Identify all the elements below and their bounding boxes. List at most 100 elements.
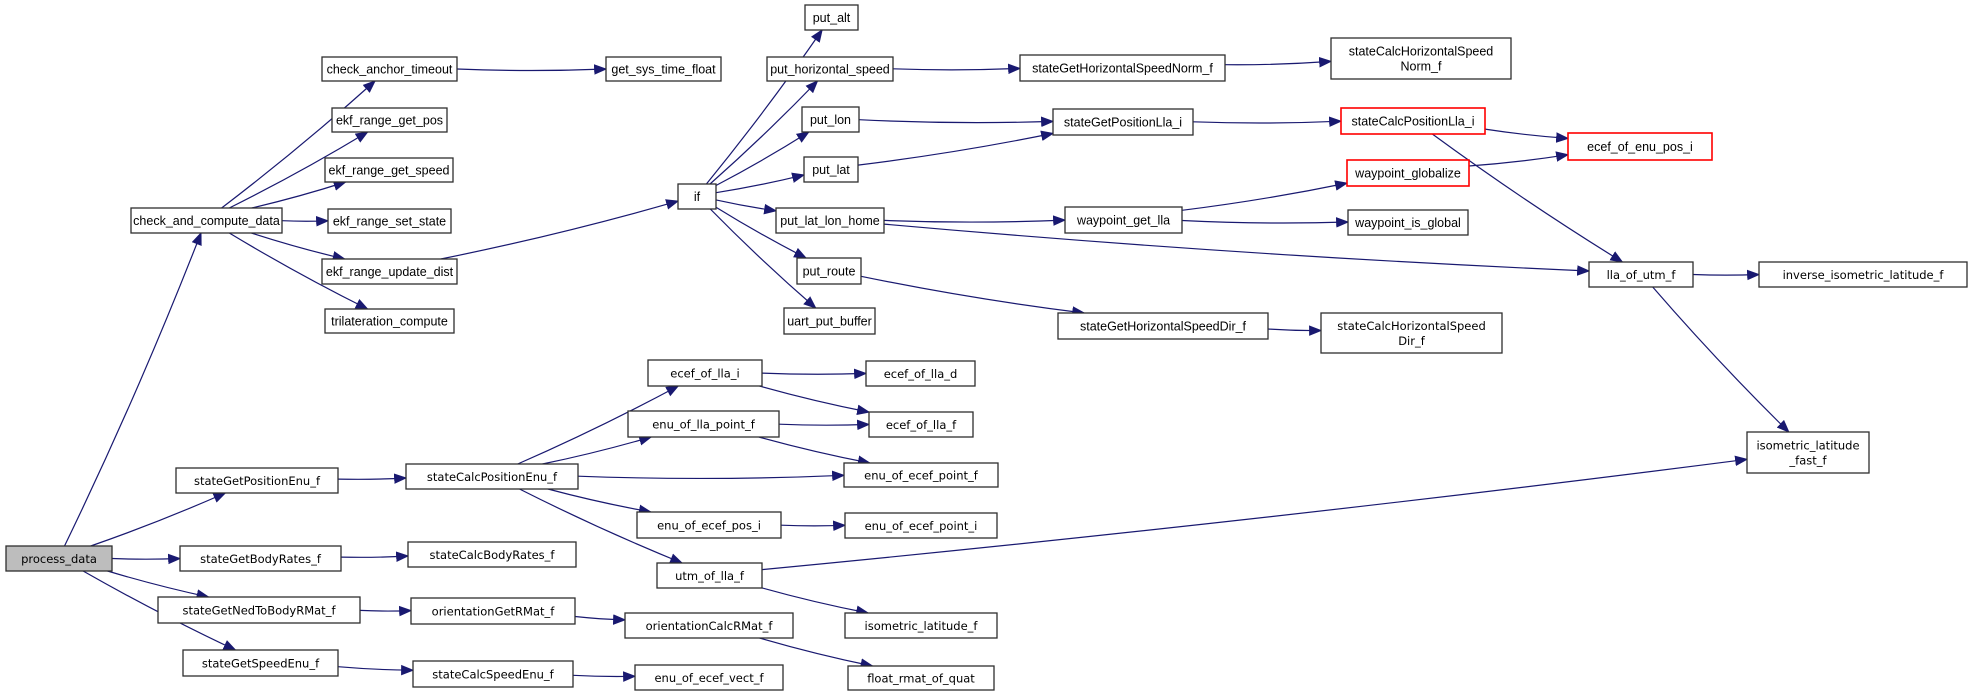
node-ecef_of_lla_d[interactable]: ecef_of_lla_d	[865, 360, 976, 387]
node-ecef_of_lla_i[interactable]: ecef_of_lla_i	[647, 359, 763, 387]
node-label: stateCalcPositionLla_i	[1352, 115, 1475, 129]
node-label: put_lat_lon_home	[780, 214, 879, 228]
node-put_horizontal_speed[interactable]: put_horizontal_speed	[766, 56, 894, 82]
node-inverse_isometric_latitude_f[interactable]: inverse_isometric_latitude_f	[1758, 261, 1968, 288]
node-label: stateGetPositionLla_i	[1064, 116, 1182, 130]
node-box	[847, 665, 995, 691]
node-ekf_range_get_pos[interactable]: ekf_range_get_pos	[331, 107, 448, 133]
node-get_sys_time_float[interactable]: get_sys_time_float	[605, 56, 722, 82]
edge-orientationCalcRMat_f-float_rmat_of_quat	[759, 637, 874, 669]
node-if[interactable]: if	[677, 183, 717, 210]
node-box	[1340, 107, 1486, 135]
node-orientationGetRMat_f[interactable]: orientationGetRMat_f	[410, 597, 576, 625]
node-label: get_sys_time_float	[611, 63, 716, 77]
node-label: check_and_compute_data	[133, 214, 280, 228]
node-put_lat[interactable]: put_lat	[803, 156, 859, 183]
node-label: enu_of_ecef_point_f	[864, 469, 979, 483]
node-label: orientationGetRMat_f	[432, 605, 556, 619]
node-label: enu_of_ecef_vect_f	[654, 671, 764, 685]
node-label: waypoint_is_global	[1354, 216, 1461, 230]
node-label: ecef_of_lla_i	[670, 367, 740, 381]
node-put_lon[interactable]: put_lon	[801, 106, 860, 133]
node-orientationCalcRMat_f[interactable]: orientationCalcRMat_f	[624, 612, 794, 639]
node-stateCalcPositionEnu_f[interactable]: stateCalcPositionEnu_f	[405, 463, 579, 490]
node-box	[868, 411, 974, 438]
edge-check_and_compute_data-ekf_range_get_pos	[229, 131, 369, 209]
node-isometric_latitude_f[interactable]: isometric_latitude_f	[844, 612, 998, 639]
node-box	[634, 664, 784, 691]
node-box	[1057, 312, 1269, 340]
node-box	[605, 56, 722, 82]
node-label: stateGetPositionEnu_f	[194, 474, 321, 488]
node-waypoint_globalize[interactable]: waypoint_globalize	[1346, 159, 1470, 187]
node-box	[412, 660, 574, 688]
node-put_lat_lon_home[interactable]: put_lat_lon_home	[775, 207, 885, 234]
node-label: inverse_isometric_latitude_f	[1783, 268, 1945, 282]
node-stateGetNedToBodyRMat_f[interactable]: stateGetNedToBodyRMat_f	[157, 596, 361, 624]
node-process_data: process_data	[5, 545, 113, 572]
edge-ecef_of_lla_i-ecef_of_lla_d	[761, 368, 868, 380]
node-box	[130, 207, 283, 234]
edge-lla_of_utm_f-inverse_isometric_latitude_f	[1692, 269, 1761, 281]
node-uart_put_buffer[interactable]: uart_put_buffer	[783, 307, 876, 335]
node-stateGetSpeedEnu_f[interactable]: stateGetSpeedEnu_f	[182, 649, 339, 677]
node-waypoint_is_global[interactable]: waypoint_is_global	[1347, 209, 1469, 236]
node-box	[647, 359, 763, 387]
node-enu_of_ecef_vect_f[interactable]: enu_of_ecef_vect_f	[634, 664, 784, 691]
node-box	[1052, 108, 1194, 136]
edge-if-uart_put_buffer	[709, 208, 817, 309]
node-enu_of_lla_point_f[interactable]: enu_of_lla_point_f	[627, 410, 780, 438]
node-label: uart_put_buffer	[787, 315, 872, 329]
node-stateGetPositionLla_i[interactable]: stateGetPositionLla_i	[1052, 108, 1194, 136]
node-box	[783, 307, 876, 335]
node-put_alt[interactable]: put_alt	[804, 4, 859, 31]
node-label: isometric_latitude_fast_f	[1756, 439, 1859, 468]
node-put_route[interactable]: put_route	[796, 257, 862, 285]
edge-stateGetSpeedEnu_f-stateCalcSpeedEnu_f	[337, 664, 415, 676]
node-isometric_latitude_fast_f[interactable]: isometric_latitude_fast_f	[1746, 431, 1870, 474]
nodes: process_data check_and_compute_data check_…	[5, 4, 1968, 691]
node-utm_of_lla_f[interactable]: utm_of_lla_f	[656, 562, 763, 589]
node-box	[627, 410, 780, 438]
node-waypoint_get_lla[interactable]: waypoint_get_lla	[1064, 206, 1183, 234]
node-trilateration_compute[interactable]: trilateration_compute	[324, 308, 455, 334]
node-label-line: Norm_f	[1401, 60, 1443, 74]
node-box	[1346, 159, 1470, 187]
node-stateGetBodyRates_f[interactable]: stateGetBodyRates_f	[179, 545, 342, 572]
node-enu_of_ecef_pos_i[interactable]: enu_of_ecef_pos_i	[636, 511, 782, 539]
edge-check_and_compute_data-ekf_range_set_state	[281, 215, 330, 227]
node-check_and_compute_data[interactable]: check_and_compute_data	[130, 207, 283, 234]
node-ecef_of_lla_f[interactable]: ecef_of_lla_f	[868, 411, 974, 438]
node-label: ecef_of_lla_d	[884, 367, 958, 381]
edge-stateCalcPositionEnu_f-enu_of_ecef_point_f	[577, 470, 846, 482]
node-enu_of_ecef_point_f[interactable]: enu_of_ecef_point_f	[843, 462, 999, 488]
node-ecef_of_enu_pos_i[interactable]: ecef_of_enu_pos_i	[1567, 132, 1713, 161]
node-box	[331, 107, 448, 133]
edge-put_route-stateGetHorizontalSpeedDir_f	[860, 275, 1086, 317]
node-stateCalcSpeedEnu_f[interactable]: stateCalcSpeedEnu_f	[412, 660, 574, 688]
node-lla_of_utm_f[interactable]: lla_of_utm_f	[1588, 261, 1694, 288]
node-label: stateCalcBodyRates_f	[430, 548, 556, 562]
node-label: put_lat	[812, 163, 850, 177]
node-label: waypoint_get_lla	[1076, 214, 1170, 228]
node-box	[775, 207, 885, 234]
node-ekf_range_set_state[interactable]: ekf_range_set_state	[327, 208, 452, 234]
node-stateCalcPositionLla_i[interactable]: stateCalcPositionLla_i	[1340, 107, 1486, 135]
node-stateGetPositionEnu_f[interactable]: stateGetPositionEnu_f	[175, 467, 339, 494]
edge-stateCalcPositionEnu_f-utm_of_lla_f	[519, 488, 684, 564]
node-stateGetHorizontalSpeedNorm_f[interactable]: stateGetHorizontalSpeedNorm_f	[1019, 54, 1226, 82]
node-box	[804, 4, 859, 31]
node-float_rmat_of_quat[interactable]: float_rmat_of_quat	[847, 665, 995, 691]
edge-process_data-stateGetPositionEnu_f	[90, 492, 227, 547]
node-check_anchor_timeout[interactable]: check_anchor_timeout	[321, 56, 458, 82]
node-stateCalcBodyRates_f[interactable]: stateCalcBodyRates_f	[407, 541, 577, 568]
edge-if-put_lat_lon_home	[715, 199, 778, 215]
node-ekf_range_update_dist[interactable]: ekf_range_update_dist	[321, 258, 458, 285]
node-ekf_range_get_speed[interactable]: ekf_range_get_speed	[324, 157, 454, 183]
node-enu_of_ecef_point_i[interactable]: enu_of_ecef_point_i	[844, 512, 998, 539]
node-stateGetHorizontalSpeedDir_f[interactable]: stateGetHorizontalSpeedDir_f	[1057, 312, 1269, 340]
edge-check_and_compute_data-ekf_range_update_dist	[251, 232, 346, 262]
